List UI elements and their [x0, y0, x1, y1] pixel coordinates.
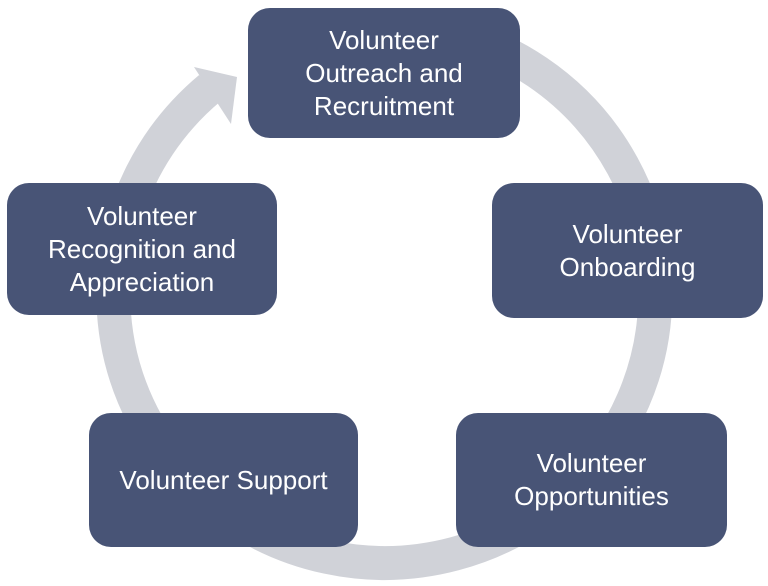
cycle-node-volunteer-support: Volunteer Support: [89, 413, 358, 547]
cycle-node-volunteer-recognition: Volunteer Recognition and Appreciation: [7, 183, 277, 315]
cycle-node-volunteer-outreach: Volunteer Outreach and Recruitment: [248, 8, 520, 138]
node-label: Volunteer Recognition and Appreciation: [48, 200, 236, 297]
node-label: Volunteer Opportunities: [514, 448, 669, 511]
node-label: Volunteer Outreach and Recruitment: [305, 24, 463, 121]
node-label: Volunteer Onboarding: [559, 218, 696, 282]
cycle-node-volunteer-onboarding: Volunteer Onboarding: [492, 183, 763, 318]
cycle-node-volunteer-opportunities: Volunteer Opportunities: [456, 413, 727, 547]
node-label: Volunteer Support: [119, 464, 328, 495]
cycle-arrow-head-icon: [194, 67, 237, 124]
